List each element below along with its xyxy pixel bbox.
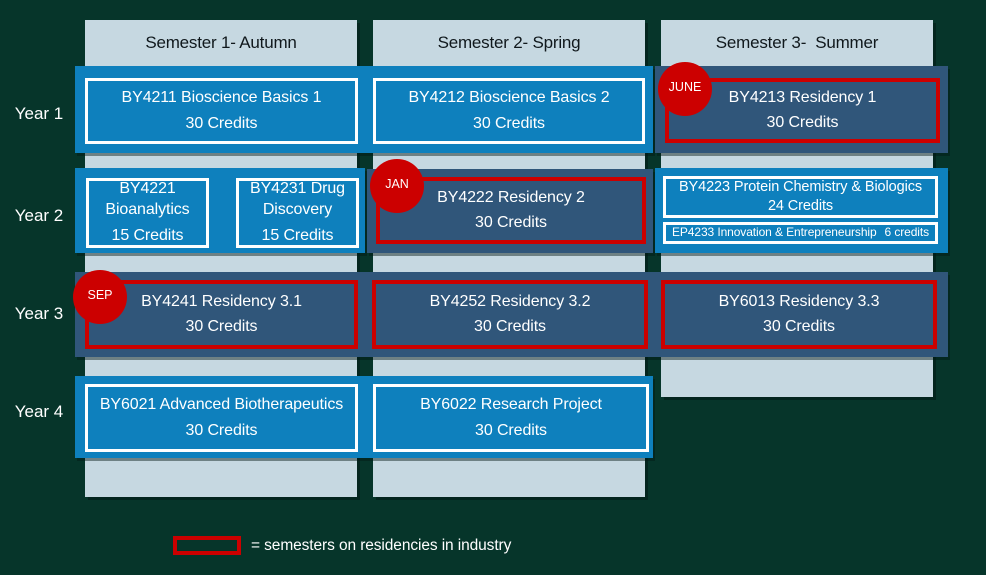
month-badge-jan: JAN <box>370 159 424 213</box>
legend: = semesters on residencies in industry <box>173 536 511 555</box>
course-box-by4221: BY4221 Bioanalytics 15 Credits <box>86 178 209 248</box>
course-title: BY4252 Residency 3.2 <box>429 292 591 310</box>
course-title: BY4223 Protein Chemistry & Biologics <box>678 179 922 196</box>
year2-summer-band <box>655 168 948 253</box>
course-title: BY4231 Drug Discovery <box>250 180 345 218</box>
course-credits: 6 credits <box>884 225 930 240</box>
course-credits: 30 Credits <box>766 114 839 131</box>
course-title: BY4221 Bioanalytics <box>105 180 190 218</box>
month-badge-june: JUNE <box>658 62 712 116</box>
course-credits: 30 Credits <box>473 114 545 132</box>
course-credits: 30 Credits <box>763 318 835 335</box>
course-credits: 30 Credits <box>185 421 258 439</box>
course-credits: 30 Credits <box>475 214 547 231</box>
course-title: BY4212 Bioscience Basics 2 <box>408 89 610 107</box>
month-badge-label: SEP <box>87 287 113 302</box>
residency-box-by4213: BY4213 Residency 1 30 Credits <box>665 78 940 143</box>
course-title: BY4241 Residency 3.1 <box>141 292 302 310</box>
year-label-2: Year 2 <box>14 206 64 225</box>
residency-box-by4252: BY4252 Residency 3.2 30 Credits <box>372 280 648 349</box>
legend-label: = semesters on residencies in industry <box>251 536 512 554</box>
course-title: BY6022 Research Project <box>420 396 602 414</box>
year3-residency-band <box>75 272 948 357</box>
course-title: BY4211 Bioscience Basics 1 <box>121 89 322 107</box>
course-credits: 15 Credits <box>111 227 184 245</box>
residency-box-by6013: BY6013 Residency 3.3 30 Credits <box>661 280 937 349</box>
column-header-autumn: Semester 1- Autumn <box>145 33 297 52</box>
course-box-by4212: BY4212 Bioscience Basics 2 30 Credits <box>373 78 645 144</box>
year-label-4: Year 4 <box>14 402 64 421</box>
course-credits: 15 Credits <box>261 227 334 245</box>
year4-taught-band <box>75 376 653 458</box>
course-credits: 30 Credits <box>185 114 258 132</box>
course-title: BY4213 Residency 1 <box>728 88 877 106</box>
course-title: BY6013 Residency 3.3 <box>718 292 880 310</box>
column-header-summer: Semester 3- Summer <box>715 33 879 52</box>
year-label-3: Year 3 <box>14 304 64 323</box>
year-label-1: Year 1 <box>14 104 64 123</box>
course-credits: 30 Credits <box>185 318 258 335</box>
course-title: BY4222 Residency 2 <box>437 188 585 206</box>
course-box-by4231: BY4231 Drug Discovery 15 Credits <box>236 178 359 248</box>
course-box-by6022: BY6022 Research Project 30 Credits <box>373 384 649 452</box>
legend-residency-swatch <box>173 536 241 555</box>
course-box-ep4233: EP4233 Innovation & Entrepreneurship 6 c… <box>663 222 938 244</box>
month-badge-label: JUNE <box>668 79 702 94</box>
course-title: BY6021 Advanced Biotherapeutics <box>99 396 344 414</box>
course-box-by4211: BY4211 Bioscience Basics 1 30 Credits <box>85 78 358 144</box>
month-badge-sep: SEP <box>73 270 127 324</box>
residency-box-by4222: BY4222 Residency 2 30 Credits <box>376 177 646 244</box>
course-credits: 24 Credits <box>767 198 834 214</box>
month-badge-label: JAN <box>385 176 409 191</box>
year2-autumn-band <box>75 168 365 253</box>
column-header-spring: Semester 2- Spring <box>437 33 581 52</box>
course-box-by6021: BY6021 Advanced Biotherapeutics 30 Credi… <box>85 384 358 452</box>
course-credits: 30 Credits <box>475 421 547 439</box>
course-box-by4223: BY4223 Protein Chemistry & Biologics 24 … <box>663 176 938 218</box>
course-credits: 30 Credits <box>474 318 546 335</box>
course-title: EP4233 Innovation & Entrepreneurship <box>672 225 877 240</box>
